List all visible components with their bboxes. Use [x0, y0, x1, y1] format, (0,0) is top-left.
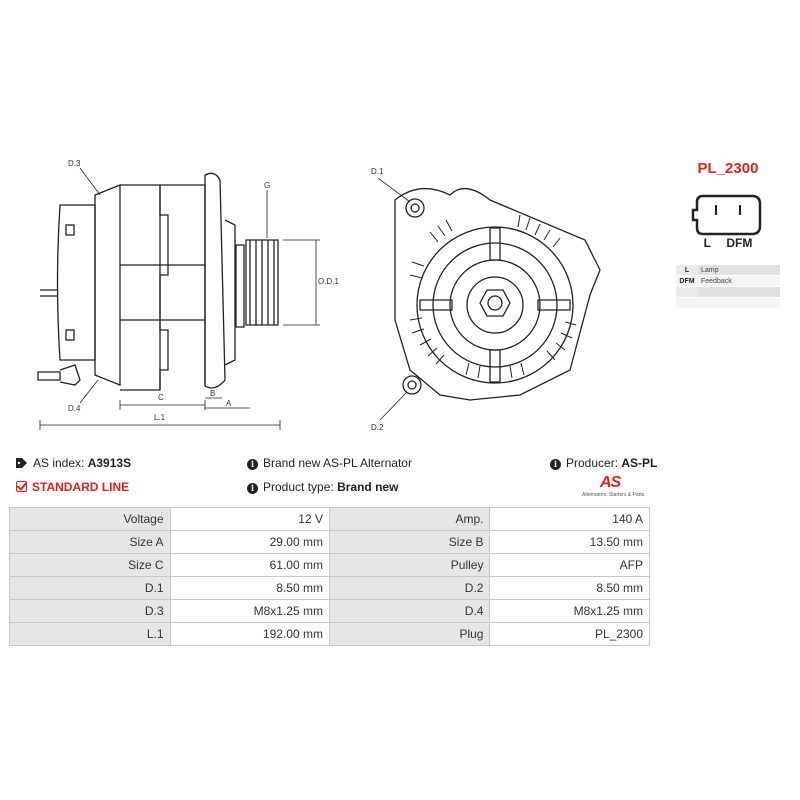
pin-row: DFM Feedback: [676, 275, 780, 287]
pin-label-dfm: DFM: [726, 236, 753, 250]
as-pl-logo: AS Alternators, Starters & Parts: [582, 474, 652, 500]
product-type-label: Product type:: [263, 480, 334, 494]
spec-label: Pulley: [328, 553, 491, 577]
label-b: B: [210, 389, 215, 398]
pin-value: Feedback: [698, 275, 780, 287]
as-index-label: AS index:: [33, 456, 85, 470]
spec-value: 29.00 mm: [169, 530, 330, 554]
pin-key: L: [676, 265, 698, 276]
spec-value: 8.50 mm: [489, 576, 650, 600]
logo-text: AS: [600, 474, 621, 491]
plug-connector-icon: [691, 194, 762, 236]
spec-label: Amp.: [328, 507, 491, 531]
table-row: Size C 61.00 mm Pulley AFP: [9, 553, 650, 577]
table-row: L.1 192.00 mm Plug PL_2300: [9, 622, 650, 646]
spec-value: M8x1.25 mm: [489, 599, 650, 623]
pin-row: L Lamp: [676, 265, 780, 276]
product-type-value: Brand new: [337, 480, 399, 494]
label-l1: L.1: [154, 413, 166, 422]
specification-table: Voltage 12 V Amp. 140 A Size A 29.00 mm …: [9, 507, 650, 646]
spec-label: D.3: [9, 599, 171, 623]
info-icon: i: [247, 459, 258, 470]
pin-value: [698, 297, 780, 309]
spec-label: D.4: [328, 599, 491, 623]
pin-row: [676, 297, 780, 309]
spec-label: L.1: [9, 622, 171, 646]
spec-value: M8x1.25 mm: [169, 599, 330, 623]
standard-line: STANDARD LINE: [16, 480, 129, 494]
pin-label-l: L: [703, 236, 711, 250]
info-icon: i: [247, 483, 258, 494]
producer-line: i Producer: AS-PL: [550, 456, 657, 470]
pin-key: [676, 297, 698, 309]
label-d1: D.1: [371, 167, 384, 176]
table-row: Voltage 12 V Amp. 140 A: [9, 507, 650, 531]
spec-label: Voltage: [9, 507, 171, 531]
spec-label: Plug: [328, 622, 491, 646]
spec-value: 192.00 mm: [169, 622, 330, 646]
check-icon: [16, 481, 27, 492]
table-row: Size A 29.00 mm Size B 13.50 mm: [9, 530, 650, 554]
logo-tagline: Alternators, Starters & Parts: [582, 492, 645, 498]
description-text: Brand new AS-PL Alternator: [263, 456, 412, 470]
spec-label: D.2: [328, 576, 491, 600]
as-index-value: A3913S: [87, 456, 132, 470]
producer-value: AS-PL: [621, 456, 658, 470]
alternator-technical-drawing: D.3 D.4 G O.D.1 C B A L.1 D.1 D.2: [37, 159, 762, 432]
tag-icon: [16, 458, 27, 468]
label-od1: O.D.1: [318, 277, 339, 286]
pin-key: DFM: [676, 275, 698, 287]
label-g: G: [264, 181, 270, 190]
spec-value: 13.50 mm: [489, 530, 650, 554]
label-c: C: [158, 393, 164, 402]
spec-value: AFP: [489, 553, 650, 577]
spec-value: 61.00 mm: [169, 553, 330, 577]
product-type-line: i Product type: Brand new: [247, 480, 398, 494]
pin-assignment-table: L Lamp DFM Feedback: [676, 265, 780, 309]
description-line: i Brand new AS-PL Alternator: [247, 456, 412, 470]
plug-title: PL_2300: [697, 160, 759, 177]
label-d4: D.4: [68, 404, 81, 413]
spec-value: 140 A: [489, 507, 650, 531]
plug-pin-labels: L DFM: [668, 236, 788, 250]
pin-row: [676, 286, 780, 298]
spec-label: Size B: [328, 530, 491, 554]
standard-line-label: STANDARD LINE: [32, 480, 130, 494]
spec-label: Size C: [9, 553, 171, 577]
label-d2: D.2: [371, 423, 384, 432]
label-d3: D.3: [68, 159, 81, 168]
producer-label: Producer:: [566, 456, 619, 470]
info-icon: i: [550, 459, 561, 470]
spec-label: D.1: [9, 576, 171, 600]
spec-value: 12 V: [169, 507, 330, 531]
as-index-line: AS index: A3913S: [16, 456, 131, 470]
pin-value: [698, 286, 780, 298]
pin-key: [676, 286, 698, 298]
pin-value: Lamp: [698, 265, 780, 276]
spec-label: Size A: [9, 530, 171, 554]
label-a: A: [226, 399, 232, 408]
table-row: D.3 M8x1.25 mm D.4 M8x1.25 mm: [9, 599, 650, 623]
table-row: D.1 8.50 mm D.2 8.50 mm: [9, 576, 650, 600]
spec-value: 8.50 mm: [169, 576, 330, 600]
spec-value: PL_2300: [489, 622, 650, 646]
